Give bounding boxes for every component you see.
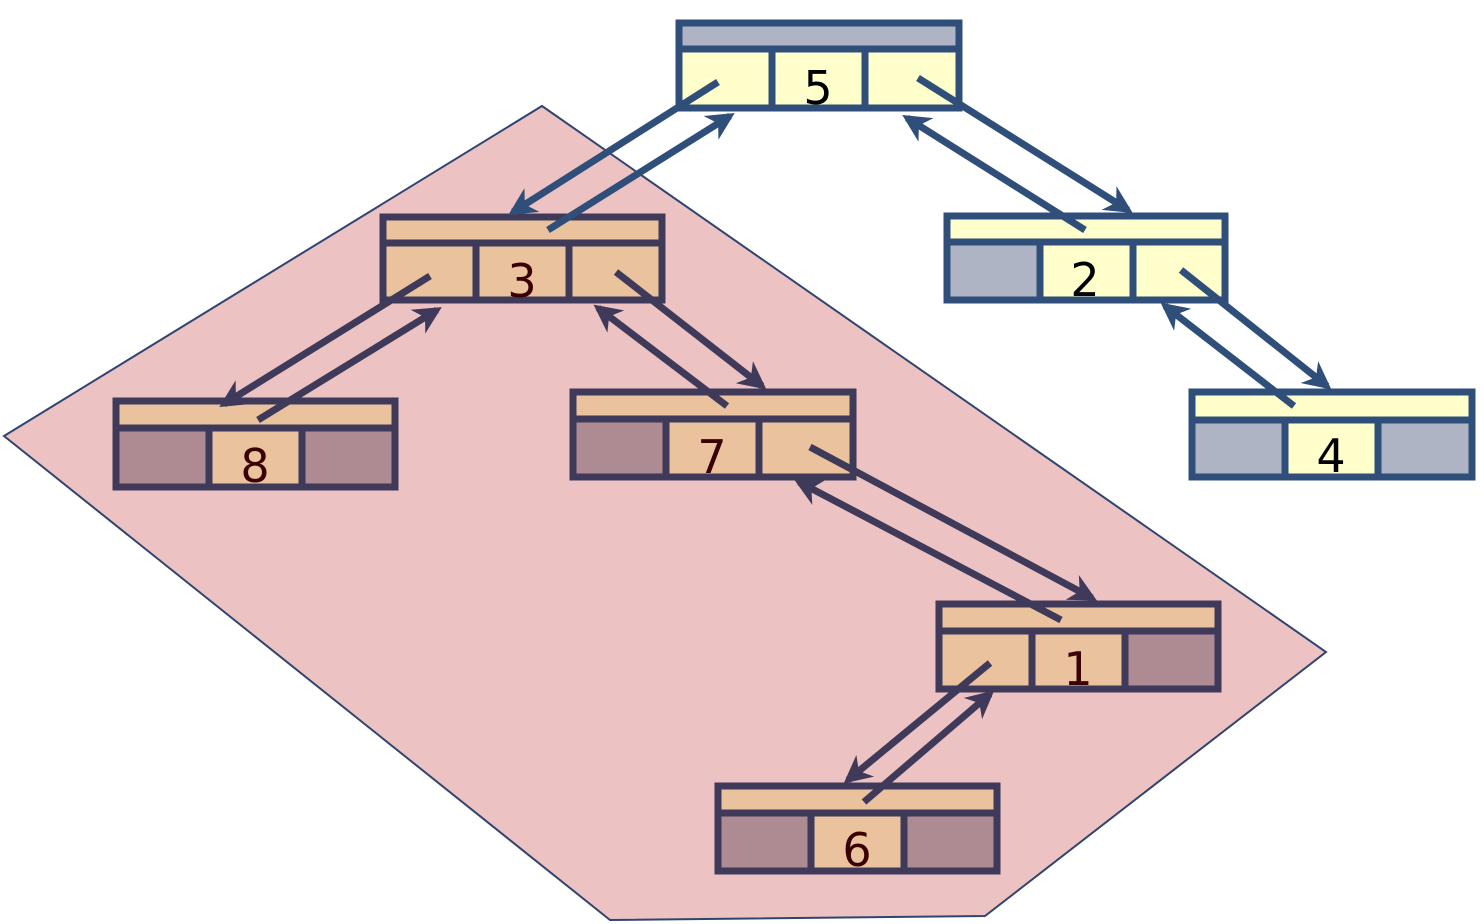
node-4: 4 bbox=[1188, 388, 1476, 483]
node-1-value: 1 bbox=[1063, 642, 1092, 696]
arrow-2-to-4 bbox=[1178, 267, 1332, 390]
subtree-highlight-region bbox=[2, 104, 1328, 922]
node-2-value: 2 bbox=[1070, 253, 1099, 307]
node-6: 6 bbox=[714, 782, 1001, 877]
arrow-3-to-7 bbox=[613, 269, 767, 390]
node-7: 7 bbox=[569, 388, 857, 484]
node-8-value: 8 bbox=[240, 439, 269, 493]
arrow-5-to-2 bbox=[916, 75, 1133, 213]
arrow-7-to-1 bbox=[808, 443, 1097, 602]
arrow-6-to-1 bbox=[861, 690, 995, 805]
arrow-8-to-3 bbox=[256, 307, 442, 423]
node-5: 5 bbox=[675, 19, 963, 115]
node-4-value: 4 bbox=[1316, 429, 1345, 483]
arrow-3-to-8 bbox=[219, 273, 432, 407]
arrow-4-to-2 bbox=[1160, 302, 1297, 409]
arrow-7-to-3 bbox=[593, 304, 730, 409]
node-5-value: 5 bbox=[803, 61, 832, 115]
node-8: 8 bbox=[112, 397, 399, 493]
node-6-value: 6 bbox=[842, 823, 871, 877]
node-1: 1 bbox=[935, 600, 1222, 696]
arrow-2-to-5 bbox=[902, 115, 1087, 233]
node-7-value: 7 bbox=[697, 430, 726, 484]
node-3: 3 bbox=[379, 213, 666, 308]
arrow-1-to-7 bbox=[794, 478, 1063, 624]
arrow-1-to-6 bbox=[843, 660, 993, 784]
node-2: 2 bbox=[943, 212, 1229, 307]
arrow-5-to-3 bbox=[508, 79, 720, 215]
node-3-value: 3 bbox=[507, 254, 536, 308]
arrow-3-to-5 bbox=[546, 113, 735, 233]
